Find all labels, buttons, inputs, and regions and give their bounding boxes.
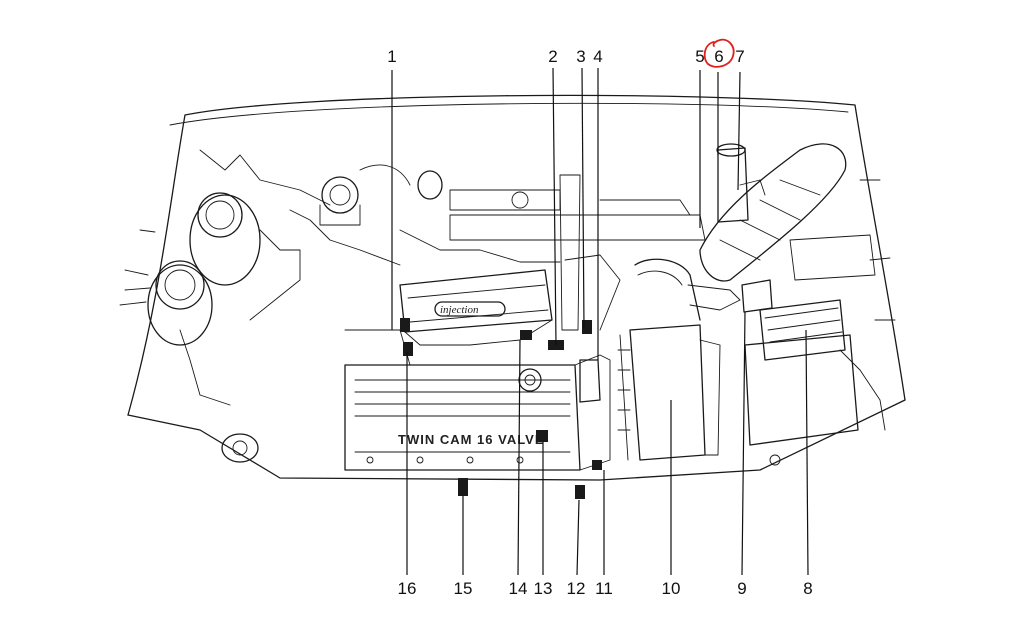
bottom-leader-lines [406, 311, 809, 576]
callout-2: 2 [548, 47, 557, 66]
right-side-components [699, 143, 886, 466]
callout-3: 3 [576, 47, 585, 66]
bulkhead-pipework [289, 164, 706, 266]
callout-7: 7 [735, 47, 744, 66]
callout-5: 5 [695, 47, 704, 66]
callout-1: 1 [387, 47, 396, 66]
engine-bay-outline [119, 94, 906, 481]
valve-cover-text: TWIN CAM 16 VALVE [398, 432, 545, 447]
callout-15: 15 [454, 579, 473, 598]
callout-9: 9 [737, 579, 746, 598]
engine-block: TWIN CAM 16 VALVE [344, 329, 611, 471]
callout-16: 16 [398, 579, 417, 598]
callout-13: 13 [534, 579, 553, 598]
callout-6: 6 [714, 47, 723, 66]
callout-8: 8 [803, 579, 812, 598]
intake-plenum: injection [399, 174, 621, 346]
bottom-callouts: 16 15 14 13 12 11 10 9 8 [398, 579, 813, 598]
top-callouts: 1 2 3 4 5 6 7 [387, 38, 745, 68]
callout-4: 4 [593, 47, 602, 66]
top-leader-lines [391, 67, 741, 360]
callout-14: 14 [509, 579, 528, 598]
callout-11: 11 [595, 579, 613, 598]
callout-10: 10 [662, 579, 681, 598]
highlight-circle [703, 38, 735, 68]
left-reservoirs [147, 149, 361, 463]
engine-badge: injection [440, 304, 479, 316]
callout-12: 12 [567, 579, 586, 598]
air-filter-box [617, 258, 741, 461]
